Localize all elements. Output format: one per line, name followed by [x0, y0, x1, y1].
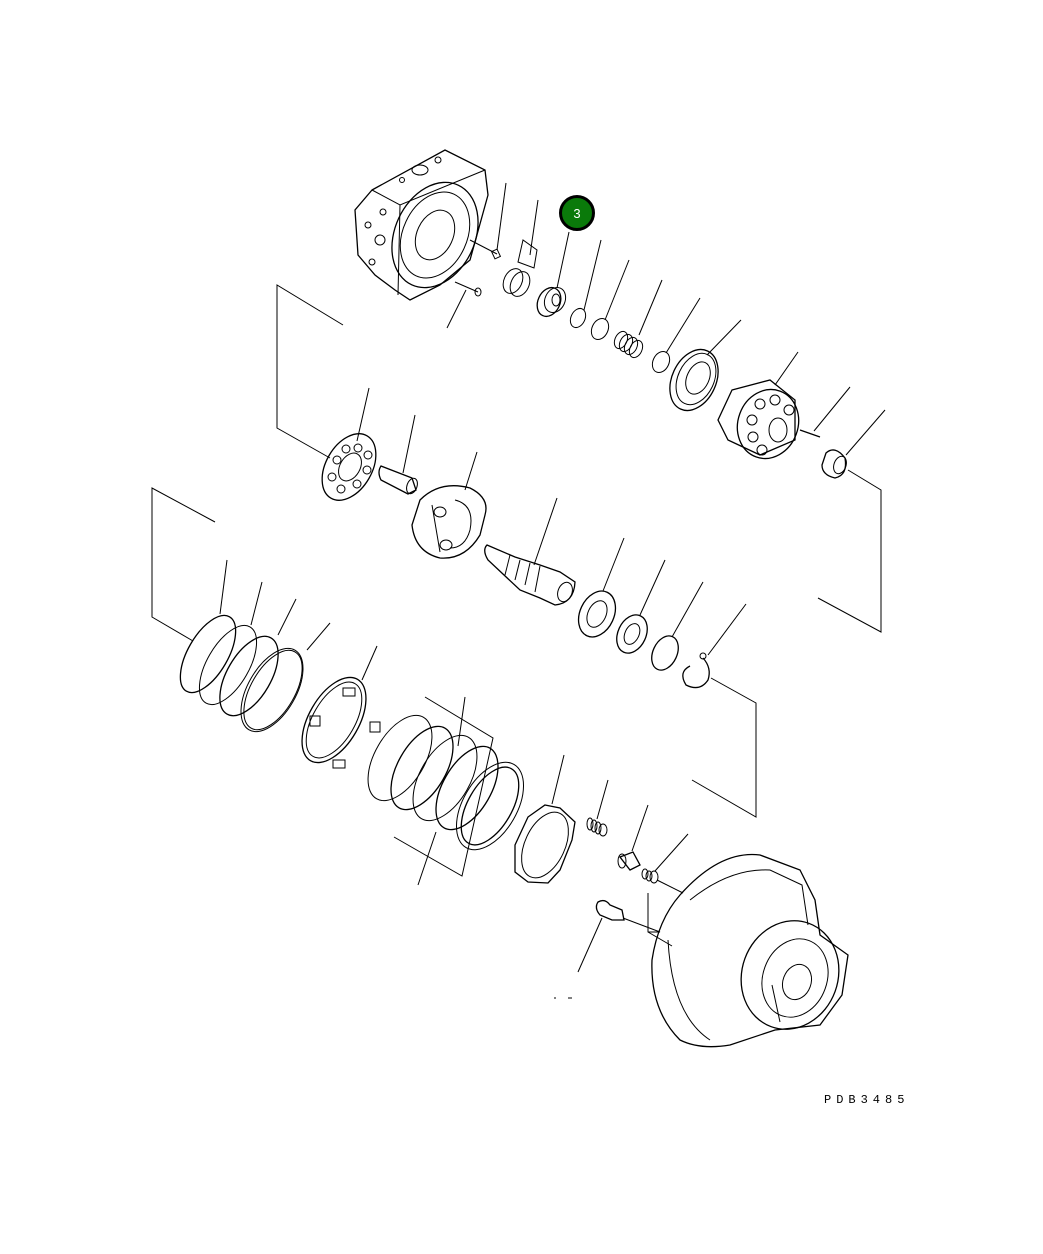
dowel-pin[interactable]	[454, 281, 482, 297]
o-ring-large-1[interactable]	[169, 607, 247, 701]
valve-plate[interactable]	[311, 424, 387, 509]
bearing-3[interactable]	[533, 284, 570, 320]
piston[interactable]	[378, 465, 419, 495]
motor-housing[interactable]	[354, 149, 494, 302]
callout-label: 3	[573, 205, 581, 221]
spherical-bushing[interactable]	[821, 449, 849, 479]
output-shaft[interactable]	[484, 544, 576, 606]
callout-3[interactable]: 3	[559, 195, 595, 231]
pin[interactable]	[469, 239, 502, 260]
o-ring[interactable]	[649, 349, 673, 376]
spring[interactable]	[612, 329, 645, 359]
ball-bearing[interactable]	[571, 585, 622, 643]
brake-disc-pack[interactable]	[355, 705, 538, 861]
cylinder-block[interactable]	[717, 379, 808, 467]
roller-bearing[interactable]	[661, 342, 728, 419]
seal-ring[interactable]	[499, 265, 533, 299]
spring-2[interactable]	[641, 868, 659, 884]
o-ring-large-4[interactable]	[228, 638, 316, 742]
snap-ring[interactable]	[567, 306, 588, 330]
brake-retainer[interactable]	[289, 667, 381, 773]
motor-case[interactable]	[651, 853, 854, 1048]
bearing-2[interactable]	[611, 610, 653, 658]
washer[interactable]	[647, 632, 684, 675]
swash-plate[interactable]	[411, 485, 487, 559]
spring-small[interactable]	[586, 817, 608, 837]
o-ring-large-2[interactable]	[188, 616, 268, 713]
plate[interactable]	[512, 804, 578, 885]
spacer-ring[interactable]	[588, 316, 612, 343]
bushing[interactable]	[617, 851, 641, 871]
o-ring-large-3[interactable]	[208, 627, 290, 725]
drawing-code: PDB3485	[824, 1093, 910, 1107]
fitting[interactable]	[595, 899, 625, 921]
rod[interactable]	[799, 429, 821, 438]
retaining-ring[interactable]	[682, 652, 710, 689]
